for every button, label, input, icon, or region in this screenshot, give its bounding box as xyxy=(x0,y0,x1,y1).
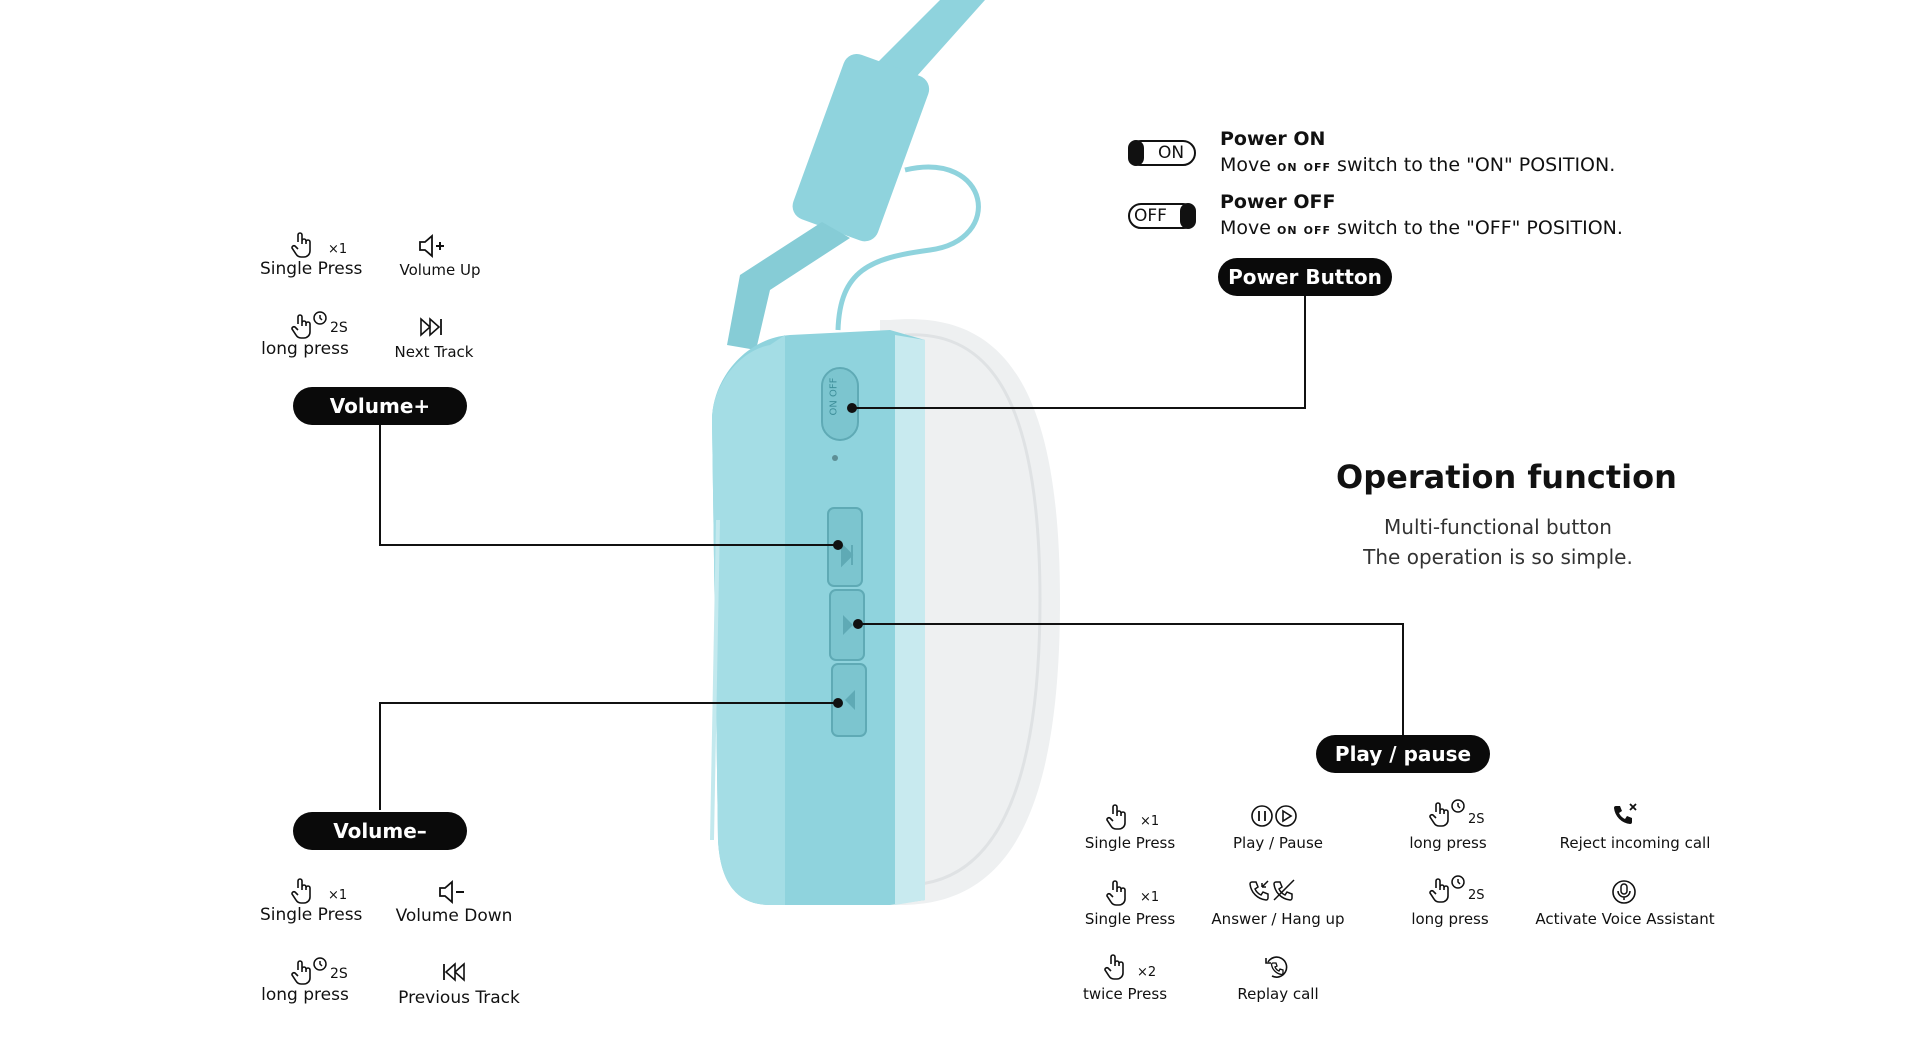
power-off-desc-move: Move xyxy=(1220,217,1271,239)
device-switch-on-text: ON xyxy=(828,400,840,416)
single-press-label: Single Press xyxy=(1084,910,1176,928)
volume-down-icon xyxy=(438,878,486,908)
on-switch-text: ON xyxy=(1158,143,1185,163)
power-off-desc-off: OFF xyxy=(1303,224,1331,237)
answer-hangup-icon xyxy=(1248,878,1296,908)
device-switch-off-text: OFF xyxy=(828,377,840,397)
operation-line-2: The operation is so simple. xyxy=(1363,545,1633,569)
single-press-icon xyxy=(1105,802,1153,832)
voice-assistant-icon xyxy=(1610,878,1658,908)
single-press-badge: ×1 xyxy=(328,888,348,903)
operation-title: Operation function xyxy=(1336,458,1677,496)
replay-call-label: Replay call xyxy=(1237,985,1319,1003)
long-press-icon xyxy=(1428,874,1476,904)
power-off-desc-rest: switch to the "OFF" POSITION. xyxy=(1337,217,1623,239)
off-switch-graphic: OFF xyxy=(1128,203,1196,229)
single-press-icon xyxy=(1105,878,1153,908)
double-press-label: twice Press xyxy=(1082,985,1168,1003)
single-press-icon xyxy=(290,876,338,906)
long-press-label: long press xyxy=(1409,834,1487,852)
long-press-icon xyxy=(1428,798,1476,828)
power-on-desc: Move ON OFF switch to the "ON" POSITION. xyxy=(1220,154,1615,176)
previous-track-icon xyxy=(440,958,488,988)
single-press-label: Single Press xyxy=(260,259,363,279)
double-press-icon xyxy=(1103,952,1151,982)
single-press-label: Single Press xyxy=(1084,834,1176,852)
long-press-label: long press xyxy=(261,985,349,1005)
long-press-badge: 2S xyxy=(330,320,348,336)
answer-hangup-label: Answer / Hang up xyxy=(1211,910,1345,928)
power-on-desc-move: Move xyxy=(1220,154,1271,176)
power-on-title: Power ON xyxy=(1220,128,1326,150)
long-press-label: long press xyxy=(261,339,349,359)
long-press-badge: 2S xyxy=(1468,888,1485,903)
single-press-badge: ×1 xyxy=(1140,890,1160,905)
power-off-desc-on: ON xyxy=(1277,224,1298,237)
double-press-badge: ×2 xyxy=(1137,965,1157,980)
volume-down-label: Volume Down xyxy=(395,906,513,926)
volume-up-label: Volume Up xyxy=(399,261,481,279)
power-off-desc: Move ON OFF switch to the "OFF" POSITION… xyxy=(1220,217,1623,239)
long-press-icon xyxy=(290,310,338,340)
single-press-label: Single Press xyxy=(260,905,363,925)
device-switch-text: ON OFF xyxy=(828,378,840,416)
off-switch-text: OFF xyxy=(1134,206,1167,226)
play-pause-icon xyxy=(1251,802,1300,832)
single-press-badge: ×1 xyxy=(1140,814,1160,829)
single-press-badge: ×1 xyxy=(328,242,348,257)
reject-call-label: Reject incoming call xyxy=(1559,834,1711,852)
reject-call-icon xyxy=(1610,802,1658,832)
long-press-badge: 2S xyxy=(1468,812,1485,827)
power-button-label: Power Button xyxy=(1218,258,1392,296)
volume-up-icon xyxy=(418,232,466,262)
play-pause-action-label: Play / Pause xyxy=(1233,834,1323,852)
voice-assistant-label: Activate Voice Assistant xyxy=(1535,910,1715,928)
long-press-badge: 2S xyxy=(330,966,348,982)
power-on-desc-on: ON xyxy=(1277,161,1298,174)
power-off-title: Power OFF xyxy=(1220,191,1336,213)
play-pause-label: Play / pause xyxy=(1316,735,1490,773)
next-track-label: Next Track xyxy=(394,343,474,361)
volume-minus-label: Volume– xyxy=(293,812,467,850)
operation-line-1: Multi-functional button xyxy=(1384,515,1612,539)
power-on-desc-off: OFF xyxy=(1303,161,1331,174)
long-press-label: long press xyxy=(1411,910,1489,928)
long-press-icon xyxy=(290,956,338,986)
power-on-desc-rest: switch to the "ON" POSITION. xyxy=(1337,154,1616,176)
single-press-icon xyxy=(290,230,338,260)
next-track-icon xyxy=(418,313,466,343)
replay-call-icon xyxy=(1262,954,1310,984)
volume-plus-label: Volume+ xyxy=(293,387,467,425)
previous-track-label: Previous Track xyxy=(398,988,520,1008)
on-switch-graphic: ON xyxy=(1128,140,1196,166)
